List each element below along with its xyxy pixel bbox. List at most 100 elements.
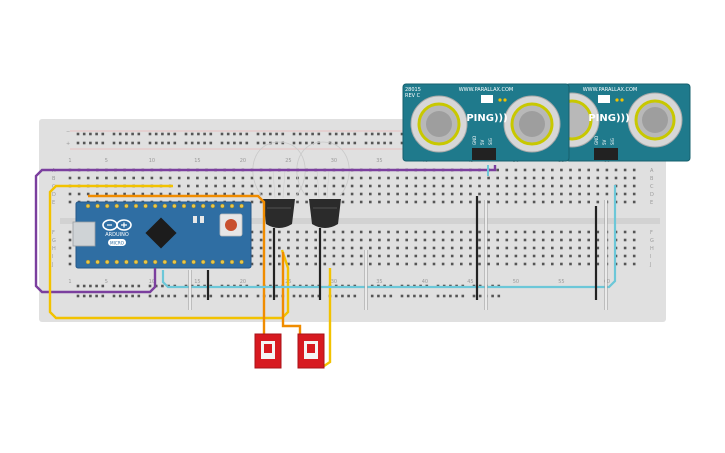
- breadboard-hole: [596, 238, 600, 242]
- wire-purple[interactable]: [34, 165, 497, 294]
- arduino-pin[interactable]: [114, 259, 120, 265]
- breadboard-hole: [268, 184, 272, 188]
- arduino-pin[interactable]: [133, 203, 139, 209]
- wire-yellow-2[interactable]: [323, 268, 332, 367]
- arduino-pin[interactable]: [95, 259, 100, 265]
- arduino-pin[interactable]: [172, 259, 177, 265]
- arduino-pin[interactable]: [181, 259, 187, 265]
- ping-sensor-2[interactable]: WWW.PARALLAX.COM PING))) GND 5V SIG: [544, 83, 691, 162]
- breadboard-hole: [137, 284, 141, 288]
- breadboard-hole: [245, 141, 249, 145]
- breadboard-hole: [405, 246, 408, 250]
- arduino-pin[interactable]: [191, 203, 196, 209]
- switch-knob[interactable]: [264, 344, 272, 353]
- slide-switch-1[interactable]: [254, 333, 282, 369]
- breadboard-hole: [596, 262, 600, 266]
- arduino-micro[interactable]: ARDUINO MICRO: [72, 201, 252, 269]
- row-letter: C: [650, 184, 654, 190]
- breadboard-hole: [441, 246, 445, 250]
- arduino-pin[interactable]: [172, 203, 177, 209]
- arduino-pin[interactable]: [152, 259, 158, 265]
- breadboard-hole: [305, 294, 308, 298]
- breadboard-hole: [541, 262, 545, 266]
- breadboard-hole: [478, 184, 481, 188]
- sensor-name: PING))): [588, 113, 629, 124]
- switch-knob[interactable]: [307, 344, 315, 353]
- breadboard-hole: [414, 176, 418, 180]
- arduino-pin[interactable]: [162, 259, 168, 265]
- arduino-pin[interactable]: [200, 259, 206, 265]
- ping-sensor-1[interactable]: 28015 REV C WWW.PARALLAX.COM PING))) GND…: [402, 83, 570, 162]
- wire-yellow-1[interactable]: [48, 184, 290, 320]
- breadboard-hole: [460, 246, 463, 250]
- breadboard-hole: [523, 246, 527, 250]
- sensor-header: [594, 148, 618, 160]
- breadboard-hole: [287, 246, 290, 250]
- breadboard-hole: [614, 168, 618, 172]
- wire-orange-2[interactable]: [281, 252, 302, 336]
- arduino-pin[interactable]: [220, 259, 225, 265]
- breadboard-hole: [405, 176, 408, 180]
- wires[interactable]: [34, 165, 617, 367]
- arduino-pin[interactable]: [143, 259, 148, 265]
- breadboard-hole: [287, 176, 290, 180]
- breadboard-hole: [450, 246, 454, 250]
- breadboard-hole: [541, 238, 545, 242]
- breadboard-hole: [389, 132, 393, 136]
- breadboard-hole: [487, 238, 490, 242]
- breadboard-hole: [95, 141, 98, 145]
- arduino-pin[interactable]: [191, 259, 196, 265]
- arduino-pin[interactable]: [85, 203, 91, 209]
- arduino-pin[interactable]: [229, 203, 235, 209]
- arduino-pin[interactable]: [239, 203, 244, 209]
- breadboard-hole: [405, 192, 408, 196]
- arduino-pin[interactable]: [210, 259, 216, 265]
- breadboard-hole: [450, 262, 454, 266]
- breadboard-hole: [268, 238, 272, 242]
- arduino-pin[interactable]: [104, 259, 110, 265]
- arduino-pin[interactable]: [104, 203, 110, 209]
- breadboard-hole: [287, 262, 290, 266]
- arduino-pin[interactable]: [200, 203, 206, 209]
- arduino-pin[interactable]: [162, 203, 168, 209]
- sensor-url: WWW.PARALLAX.COM: [459, 87, 514, 93]
- breadboard-hole: [423, 262, 427, 266]
- breadboard-hole: [569, 262, 572, 266]
- breadboard-hole: [232, 184, 236, 188]
- arduino-pin[interactable]: [152, 203, 158, 209]
- arduino-pin[interactable]: [85, 259, 91, 265]
- breadboard-hole: [281, 132, 285, 136]
- breadboard-hole: [514, 176, 518, 180]
- breadboard-hole: [359, 246, 363, 250]
- arduino-pin[interactable]: [229, 259, 235, 265]
- breadboard-hole: [314, 262, 317, 266]
- breadboard-hole: [161, 294, 164, 298]
- arduino-pin[interactable]: [210, 203, 216, 209]
- breadboard-hole: [332, 262, 336, 266]
- breadboard-hole: [523, 238, 527, 242]
- arduino-pin[interactable]: [114, 203, 120, 209]
- breadboard-hole: [314, 192, 317, 196]
- wire-orange-1[interactable]: [88, 194, 266, 336]
- sensor-dot: [620, 98, 624, 102]
- breadboard-hole: [323, 238, 327, 242]
- bulb-filament: [316, 169, 320, 199]
- column-number: 30: [331, 279, 337, 285]
- arduino-pin[interactable]: [95, 203, 100, 209]
- breadboard-hole: [359, 200, 363, 204]
- led-bulbs[interactable]: [252, 141, 350, 228]
- arduino-pin[interactable]: [124, 203, 129, 209]
- arduino-pin[interactable]: [220, 203, 225, 209]
- wire-cyan[interactable]: [161, 185, 617, 289]
- breadboard-hole: [268, 176, 272, 180]
- slide-switch-2[interactable]: [297, 333, 325, 369]
- rail-minus-label: −: [66, 129, 70, 135]
- arduino-pin[interactable]: [143, 203, 148, 209]
- arduino-pin[interactable]: [181, 203, 187, 209]
- breadboard-hole: [400, 132, 404, 136]
- breadboard-hole: [596, 192, 600, 196]
- breadboard-hole: [587, 238, 590, 242]
- arduino-pin[interactable]: [133, 259, 139, 265]
- arduino-pin[interactable]: [124, 259, 129, 265]
- arduino-pin[interactable]: [239, 259, 244, 265]
